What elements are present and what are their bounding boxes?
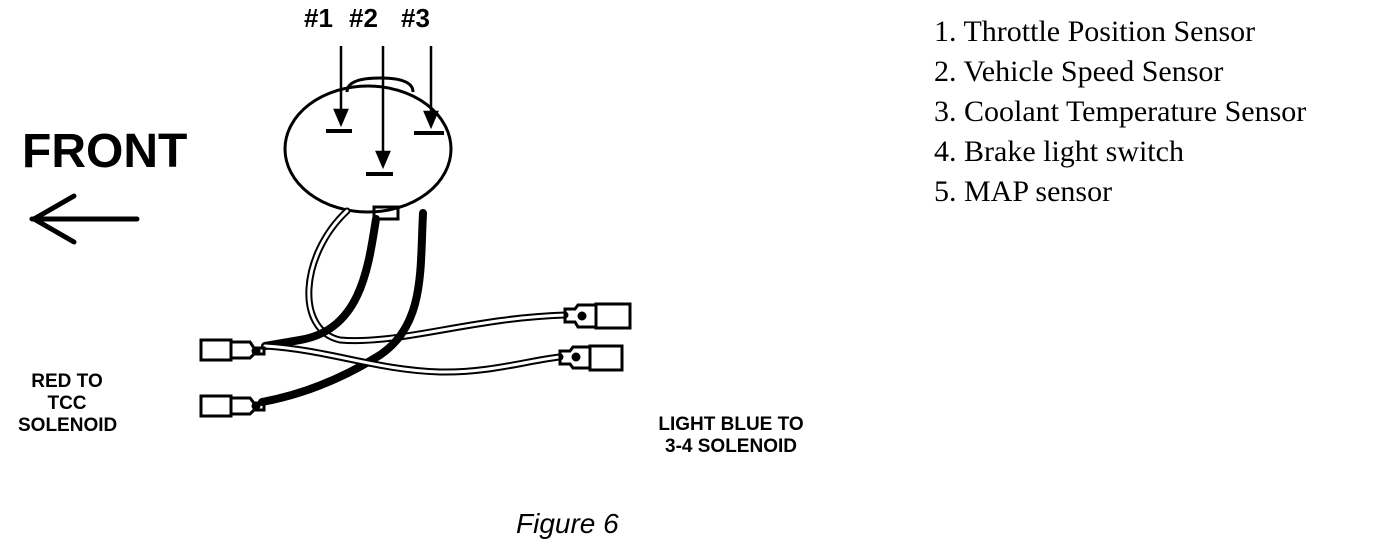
terminal-upper-left (199, 338, 266, 362)
red-wire-label-line: RED TO (31, 371, 103, 392)
red-wire-label-line: TCC (47, 392, 87, 414)
sensor-legend: 1. Throttle Position Sensor 2. Vehicle S… (934, 12, 1306, 212)
red-wire-label: RED TO TCC SOLENOID (18, 371, 118, 437)
front-arrow-icon (28, 193, 140, 245)
light-blue-wire-label: LIGHT BLUE TO 3-4 SOLENOID (646, 414, 816, 458)
figure-caption: Figure 6 (516, 508, 619, 539)
legend-item: 4. Brake light switch (934, 135, 1184, 168)
terminal-lower-left (199, 394, 266, 418)
connector-body (283, 76, 453, 221)
pin-arrows (326, 46, 444, 176)
pin-2-label: #2 (349, 3, 378, 33)
pin-1-label: #1 (304, 3, 333, 33)
light-blue-wire-label-line: 3-4 SOLENOID (665, 435, 797, 457)
wire-harness (258, 207, 569, 406)
legend-item: 2. Vehicle Speed Sensor (934, 55, 1224, 88)
red-wire-label-line: SOLENOID (18, 414, 118, 436)
legend-item: 5. MAP sensor (934, 175, 1113, 208)
legend-item: 1. Throttle Position Sensor (934, 15, 1256, 48)
terminal-lower-right (558, 344, 624, 372)
terminal-upper-right (563, 302, 632, 330)
pin-3-label: #3 (401, 3, 430, 33)
front-label: FRONT (22, 125, 188, 178)
light-blue-wire-label-line: LIGHT BLUE TO (658, 414, 804, 435)
legend-item: 3. Coolant Temperature Sensor (934, 95, 1307, 128)
